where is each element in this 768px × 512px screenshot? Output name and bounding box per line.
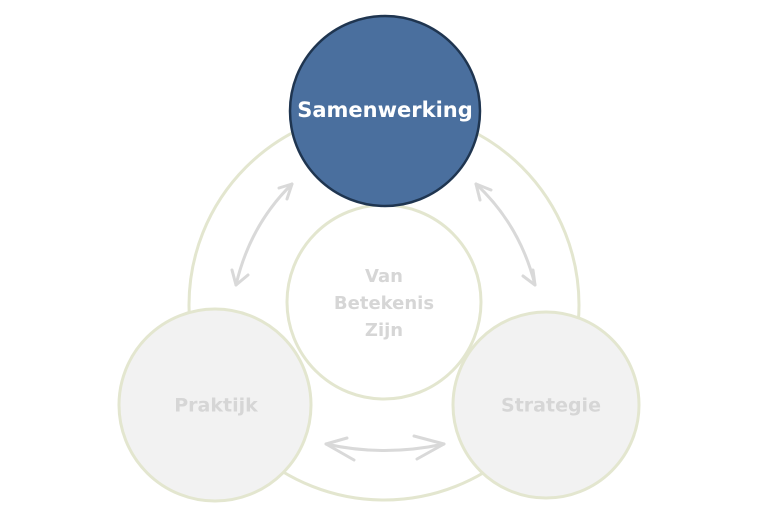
strategie-circle[interactable] [451,310,641,500]
center-label-line-2: Betekenis [334,293,434,314]
double-arrow-bottom-icon [324,434,446,462]
double-arrow-right-icon [474,182,537,287]
center-label-line-3: Zijn [365,320,403,341]
strategie-label: Strategie [501,395,601,417]
samenwerking-circle[interactable] [288,14,482,208]
samenwerking-label: Samenwerking [297,98,473,122]
praktijk-label: Praktijk [174,395,258,417]
praktijk-circle[interactable] [117,307,313,503]
center-label-line-1: Van [365,266,403,287]
double-arrow-left-icon [230,182,294,287]
